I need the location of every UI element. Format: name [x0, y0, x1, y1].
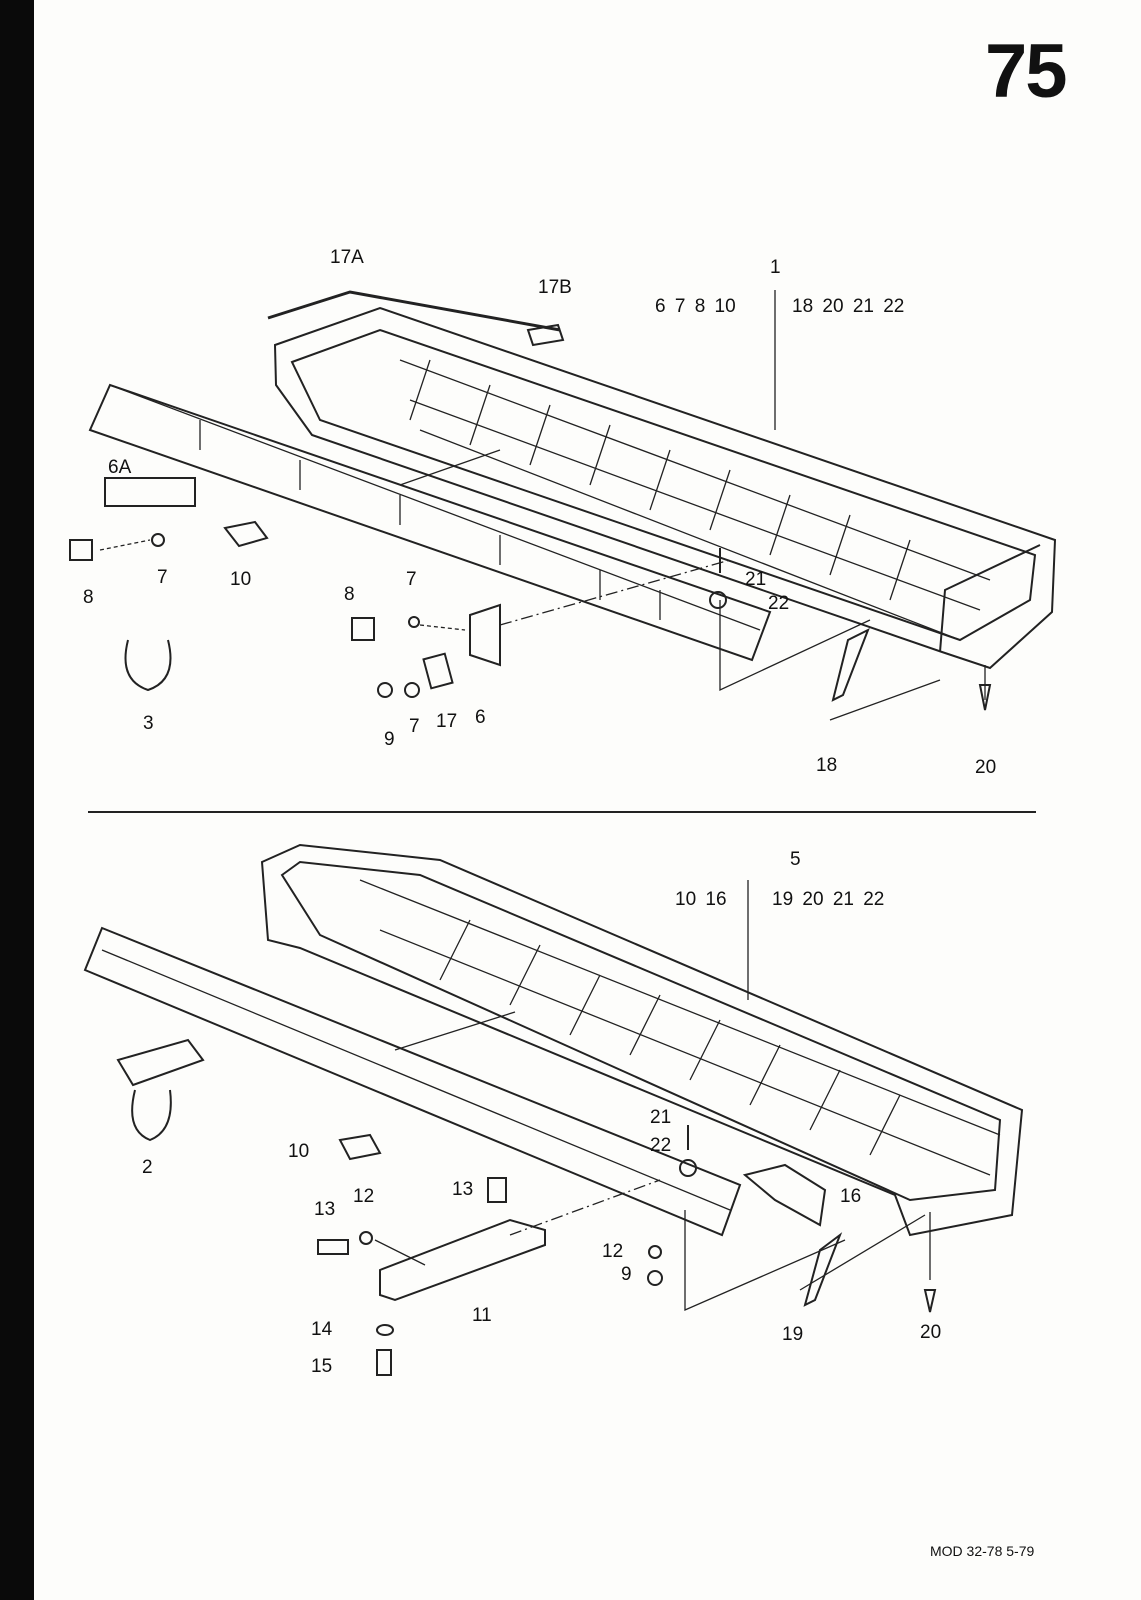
part-label: 2 [142, 1157, 153, 1178]
drawing-reference: MOD 32-78 5-79 [930, 1543, 1035, 1559]
part-label: 16 [840, 1186, 862, 1207]
main-part-label: 1 [770, 257, 781, 278]
part-label: 10 [230, 569, 252, 590]
bumper-bracket-rail-bottom [83, 926, 742, 1237]
part-label: 12 [602, 1241, 624, 1262]
part-label: 7 [409, 716, 420, 737]
bumper-bracket-rail-top [88, 383, 772, 662]
part-label: 3 [143, 713, 154, 734]
main-part-label: 5 [790, 849, 801, 870]
part-label: 9 [621, 1264, 632, 1285]
part-label: 9 [384, 729, 395, 750]
part-label: 6A [108, 457, 132, 478]
part-label: 8 [344, 584, 355, 605]
part-label: 13 [452, 1179, 474, 1200]
part-label: 10 [288, 1141, 310, 1162]
part-group-left: 6 7 8 10 [655, 296, 736, 317]
part-group-right: 18 20 21 22 [792, 296, 905, 317]
scan-edge [0, 0, 34, 1600]
page-number: 75 [985, 29, 1068, 114]
part-label: 11 [472, 1305, 492, 1326]
part-label: 7 [157, 567, 168, 588]
rear-bumper-bottom [260, 843, 1024, 1237]
part-label: 20 [920, 1322, 942, 1343]
part-label: 21 [745, 569, 767, 590]
part-label: 6 [475, 707, 486, 728]
part-label: 22 [650, 1135, 672, 1156]
part-label: 22 [768, 593, 790, 614]
part-label: 8 [83, 587, 94, 608]
part-label: 7 [406, 569, 417, 590]
part-label: 19 [782, 1324, 804, 1345]
part-group-right: 19 20 21 22 [772, 889, 885, 910]
part-label: 20 [975, 757, 997, 778]
part-label: 12 [353, 1186, 375, 1207]
part-label: 15 [311, 1356, 333, 1377]
part-label: 21 [650, 1107, 672, 1128]
part-label: 17 [436, 711, 458, 732]
part-label: 13 [314, 1199, 336, 1220]
part-label: 17B [538, 277, 572, 298]
part-label: 18 [816, 755, 838, 776]
part-group-left: 10 16 [675, 889, 727, 910]
rear-bumper-top [267, 290, 1057, 670]
part-label: 17A [330, 247, 364, 268]
part-label: 14 [311, 1319, 333, 1340]
